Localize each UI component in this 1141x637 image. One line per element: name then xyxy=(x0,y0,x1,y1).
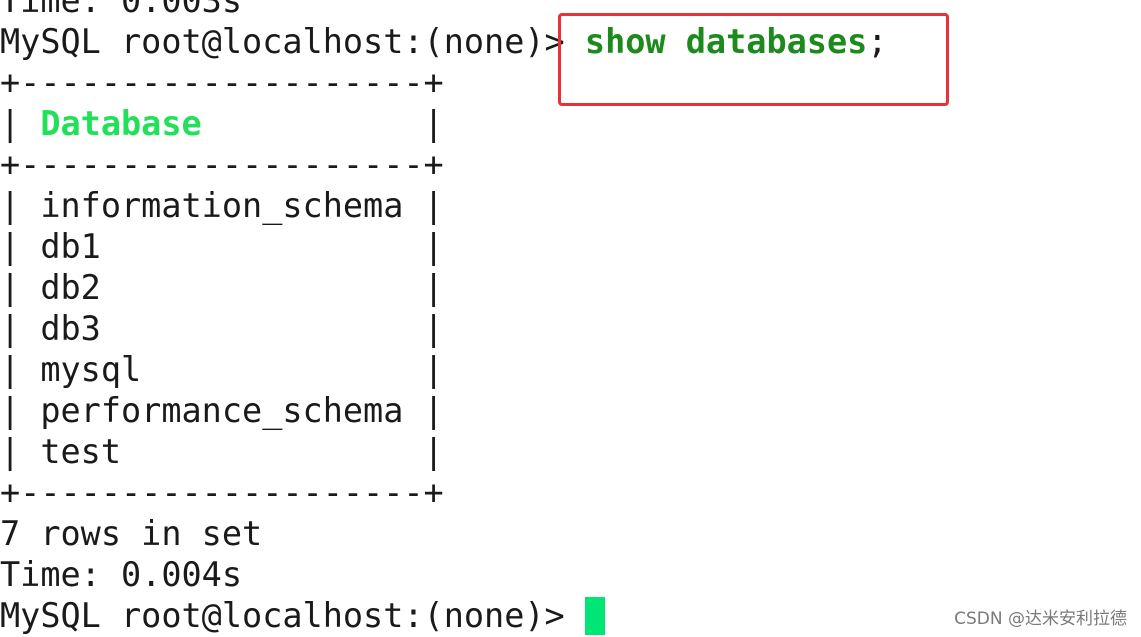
header-right-border: | xyxy=(201,104,444,143)
column-header-database: Database xyxy=(40,104,202,143)
table-header-row: | Database | xyxy=(0,103,444,144)
command-terminator: ; xyxy=(867,22,888,61)
csdn-watermark: CSDN @达米安利拉德 xyxy=(954,609,1127,629)
table-row: | information_schema | xyxy=(0,186,444,225)
command-highlight-box xyxy=(558,13,949,106)
active-prompt-line[interactable]: MySQL root@localhost:(none)> xyxy=(0,595,605,636)
rows-in-set-text: 7 rows in set xyxy=(0,514,263,553)
mysql-prompt: MySQL root@localhost:(none)> xyxy=(0,22,565,61)
table-border-top: +--------------------+ xyxy=(0,63,444,102)
table-border-bottom: +--------------------+ xyxy=(0,473,444,512)
table-border-mid: +--------------------+ xyxy=(0,145,444,184)
command-keyword-databases: databases xyxy=(685,22,868,61)
text-cursor xyxy=(584,597,605,635)
command-line: MySQL root@localhost:(none)> show databa… xyxy=(0,21,887,62)
previous-time-line: Time: 0.003s xyxy=(0,0,243,20)
query-time-text: Time: 0.004s xyxy=(0,555,243,594)
table-row: | test | xyxy=(0,432,444,471)
table-row: | db3 | xyxy=(0,309,444,348)
mysql-prompt-active: MySQL root@localhost:(none)> xyxy=(0,596,585,635)
table-row: | db2 | xyxy=(0,268,444,307)
header-left-border: | xyxy=(0,104,41,143)
table-row: | mysql | xyxy=(0,350,444,389)
command-keyword-show: show xyxy=(584,22,666,61)
table-row: | db1 | xyxy=(0,227,444,266)
table-row: | performance_schema | xyxy=(0,391,444,430)
